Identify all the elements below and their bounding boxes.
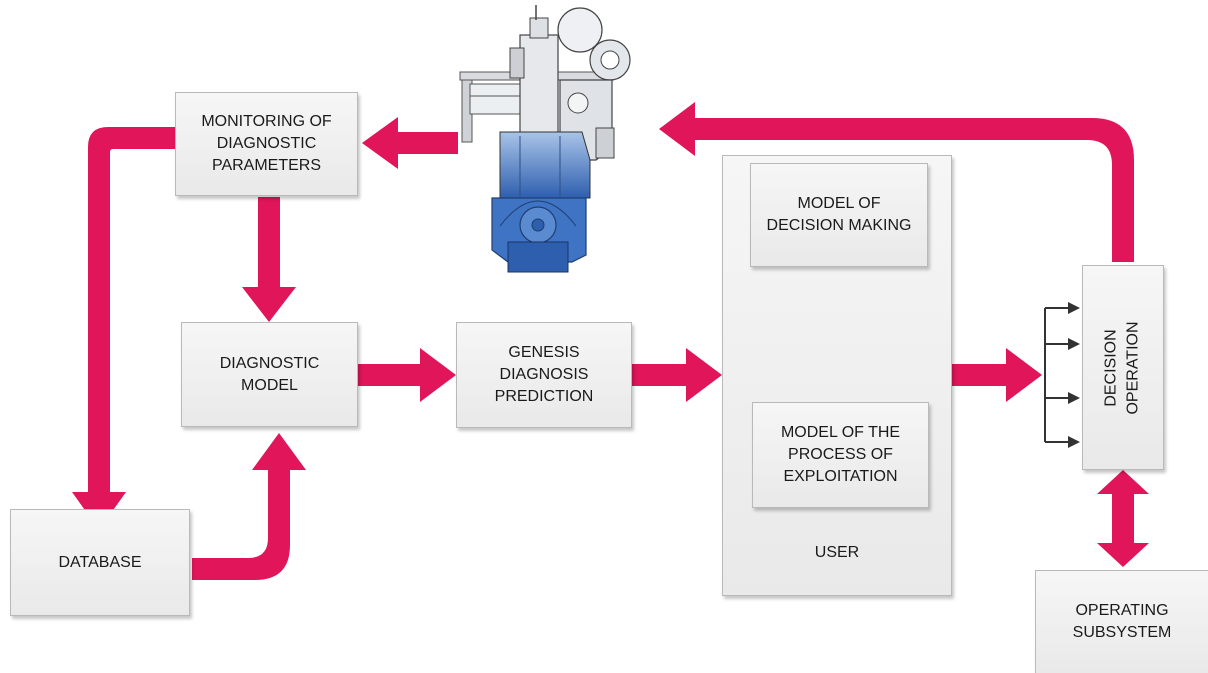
decision-operation-label: DECISION OPERATION — [1103, 320, 1143, 415]
monitoring-label: MONITORING OF DIAGNOSTIC PARAMETERS — [201, 113, 332, 174]
model-decision-label: MODEL OF DECISION MAKING — [766, 195, 912, 234]
operating-subsystem-box: OPERATING SUBSYSTEM — [1035, 570, 1208, 673]
database-box: DATABASE — [10, 509, 190, 616]
model-process-label: MODEL OF THE PROCESS OF EXPLOITATION — [780, 424, 901, 485]
decision-operation-box: DECISION OPERATION — [1082, 265, 1164, 470]
model-process-box: MODEL OF THE PROCESS OF EXPLOITATION — [752, 402, 929, 508]
diagnostic-model-box: DIAGNOSTIC MODEL — [181, 322, 358, 427]
genesis-box: GENESIS DIAGNOSIS PREDICTION — [456, 322, 632, 428]
arrow-decision-to-engine-head — [659, 102, 695, 156]
arrow-database-to-diagnostic — [192, 470, 290, 580]
arrow-user-to-decision — [952, 348, 1042, 402]
arrow-engine-to-monitoring — [362, 117, 458, 169]
genesis-label: GENESIS DIAGNOSIS PREDICTION — [494, 344, 594, 405]
monitoring-box: MONITORING OF DIAGNOSTIC PARAMETERS — [175, 92, 358, 196]
arrow-genesis-to-user — [632, 348, 722, 402]
arrow-monitoring-to-database — [88, 127, 175, 495]
model-decision-box: MODEL OF DECISION MAKING — [750, 163, 928, 267]
arrow-diagnostic-to-genesis — [358, 348, 456, 402]
arrow-database-to-diagnostic-head — [252, 433, 306, 470]
database-label: DATABASE — [58, 553, 142, 571]
diagnostic-model-label: DIAGNOSTIC MODEL — [219, 354, 320, 394]
decision-input-branches — [1044, 302, 1080, 448]
arrow-decision-operating-double — [1097, 470, 1149, 567]
engine-illustration — [459, 5, 631, 273]
arrow-monitoring-to-diagnostic — [242, 197, 296, 322]
operating-subsystem-label: OPERATING SUBSYSTEM — [1072, 602, 1172, 641]
user-label: USER — [814, 544, 860, 561]
arrow-decision-to-engine — [690, 118, 1134, 262]
